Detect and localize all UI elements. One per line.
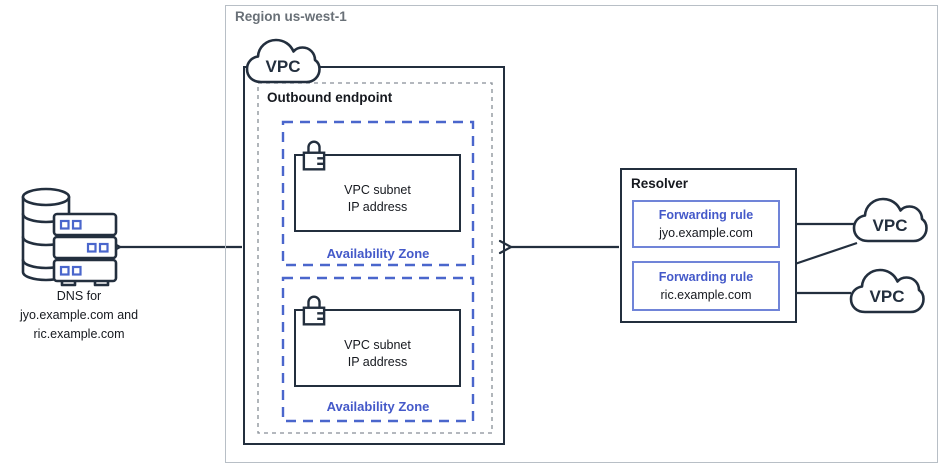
region-label: Region us-west-1 (235, 9, 347, 24)
vpc-label: VPC (266, 57, 301, 76)
forwarding-rule-title: Forwarding rule (658, 269, 754, 284)
vpc-container (243, 66, 505, 445)
vpc-subnet-box-1: VPC subnet IP address (294, 154, 461, 232)
vpc-label: VPC (873, 216, 908, 235)
subnet-label-line2: IP address (347, 200, 408, 214)
forwarding-rule-domain: ric.example.com (660, 288, 752, 302)
forwarding-rule-domain: jyo.example.com (659, 226, 753, 240)
forwarding-rule-title: Forwarding rule (658, 207, 754, 222)
lock-icon (302, 140, 326, 171)
subnet-label-line1: VPC subnet (344, 183, 411, 198)
region-container (225, 5, 938, 463)
availability-zone-label-1: Availability Zone (326, 246, 430, 261)
forwarding-rule-1: Forwarding rule jyo.example.com (632, 200, 780, 248)
availability-zone-2-border (281, 276, 475, 423)
outbound-endpoint-label: Outbound endpoint (267, 90, 393, 105)
lock-icon (302, 295, 326, 326)
dns-server-icon (21, 187, 118, 287)
subnet-label-line2: IP address (347, 355, 408, 369)
arrow-vpc1-to-forwarding-rule-2 (772, 241, 858, 278)
availability-zone-label-2: Availability Zone (326, 399, 430, 414)
external-vpc-cloud-1: VPC (852, 197, 928, 243)
resolver-label: Resolver (631, 176, 689, 191)
outbound-endpoint-border (257, 82, 493, 434)
dns-label-line3: ric.example.com (33, 326, 125, 341)
dns-label-line2: jyo.example.com and (19, 307, 139, 322)
dns-server-label: DNS for jyo.example.com and ric.example.… (0, 287, 158, 343)
vpc-label: VPC (870, 287, 905, 306)
dns-label-line1: DNS for (56, 289, 102, 303)
forwarding-rule-2: Forwarding rule ric.example.com (632, 261, 780, 311)
vpc-cloud-icon: VPC (245, 38, 321, 84)
availability-zone-1-border (281, 120, 475, 267)
external-vpc-cloud-2: VPC (849, 268, 925, 314)
subnet-label-line1: VPC subnet (344, 338, 411, 353)
